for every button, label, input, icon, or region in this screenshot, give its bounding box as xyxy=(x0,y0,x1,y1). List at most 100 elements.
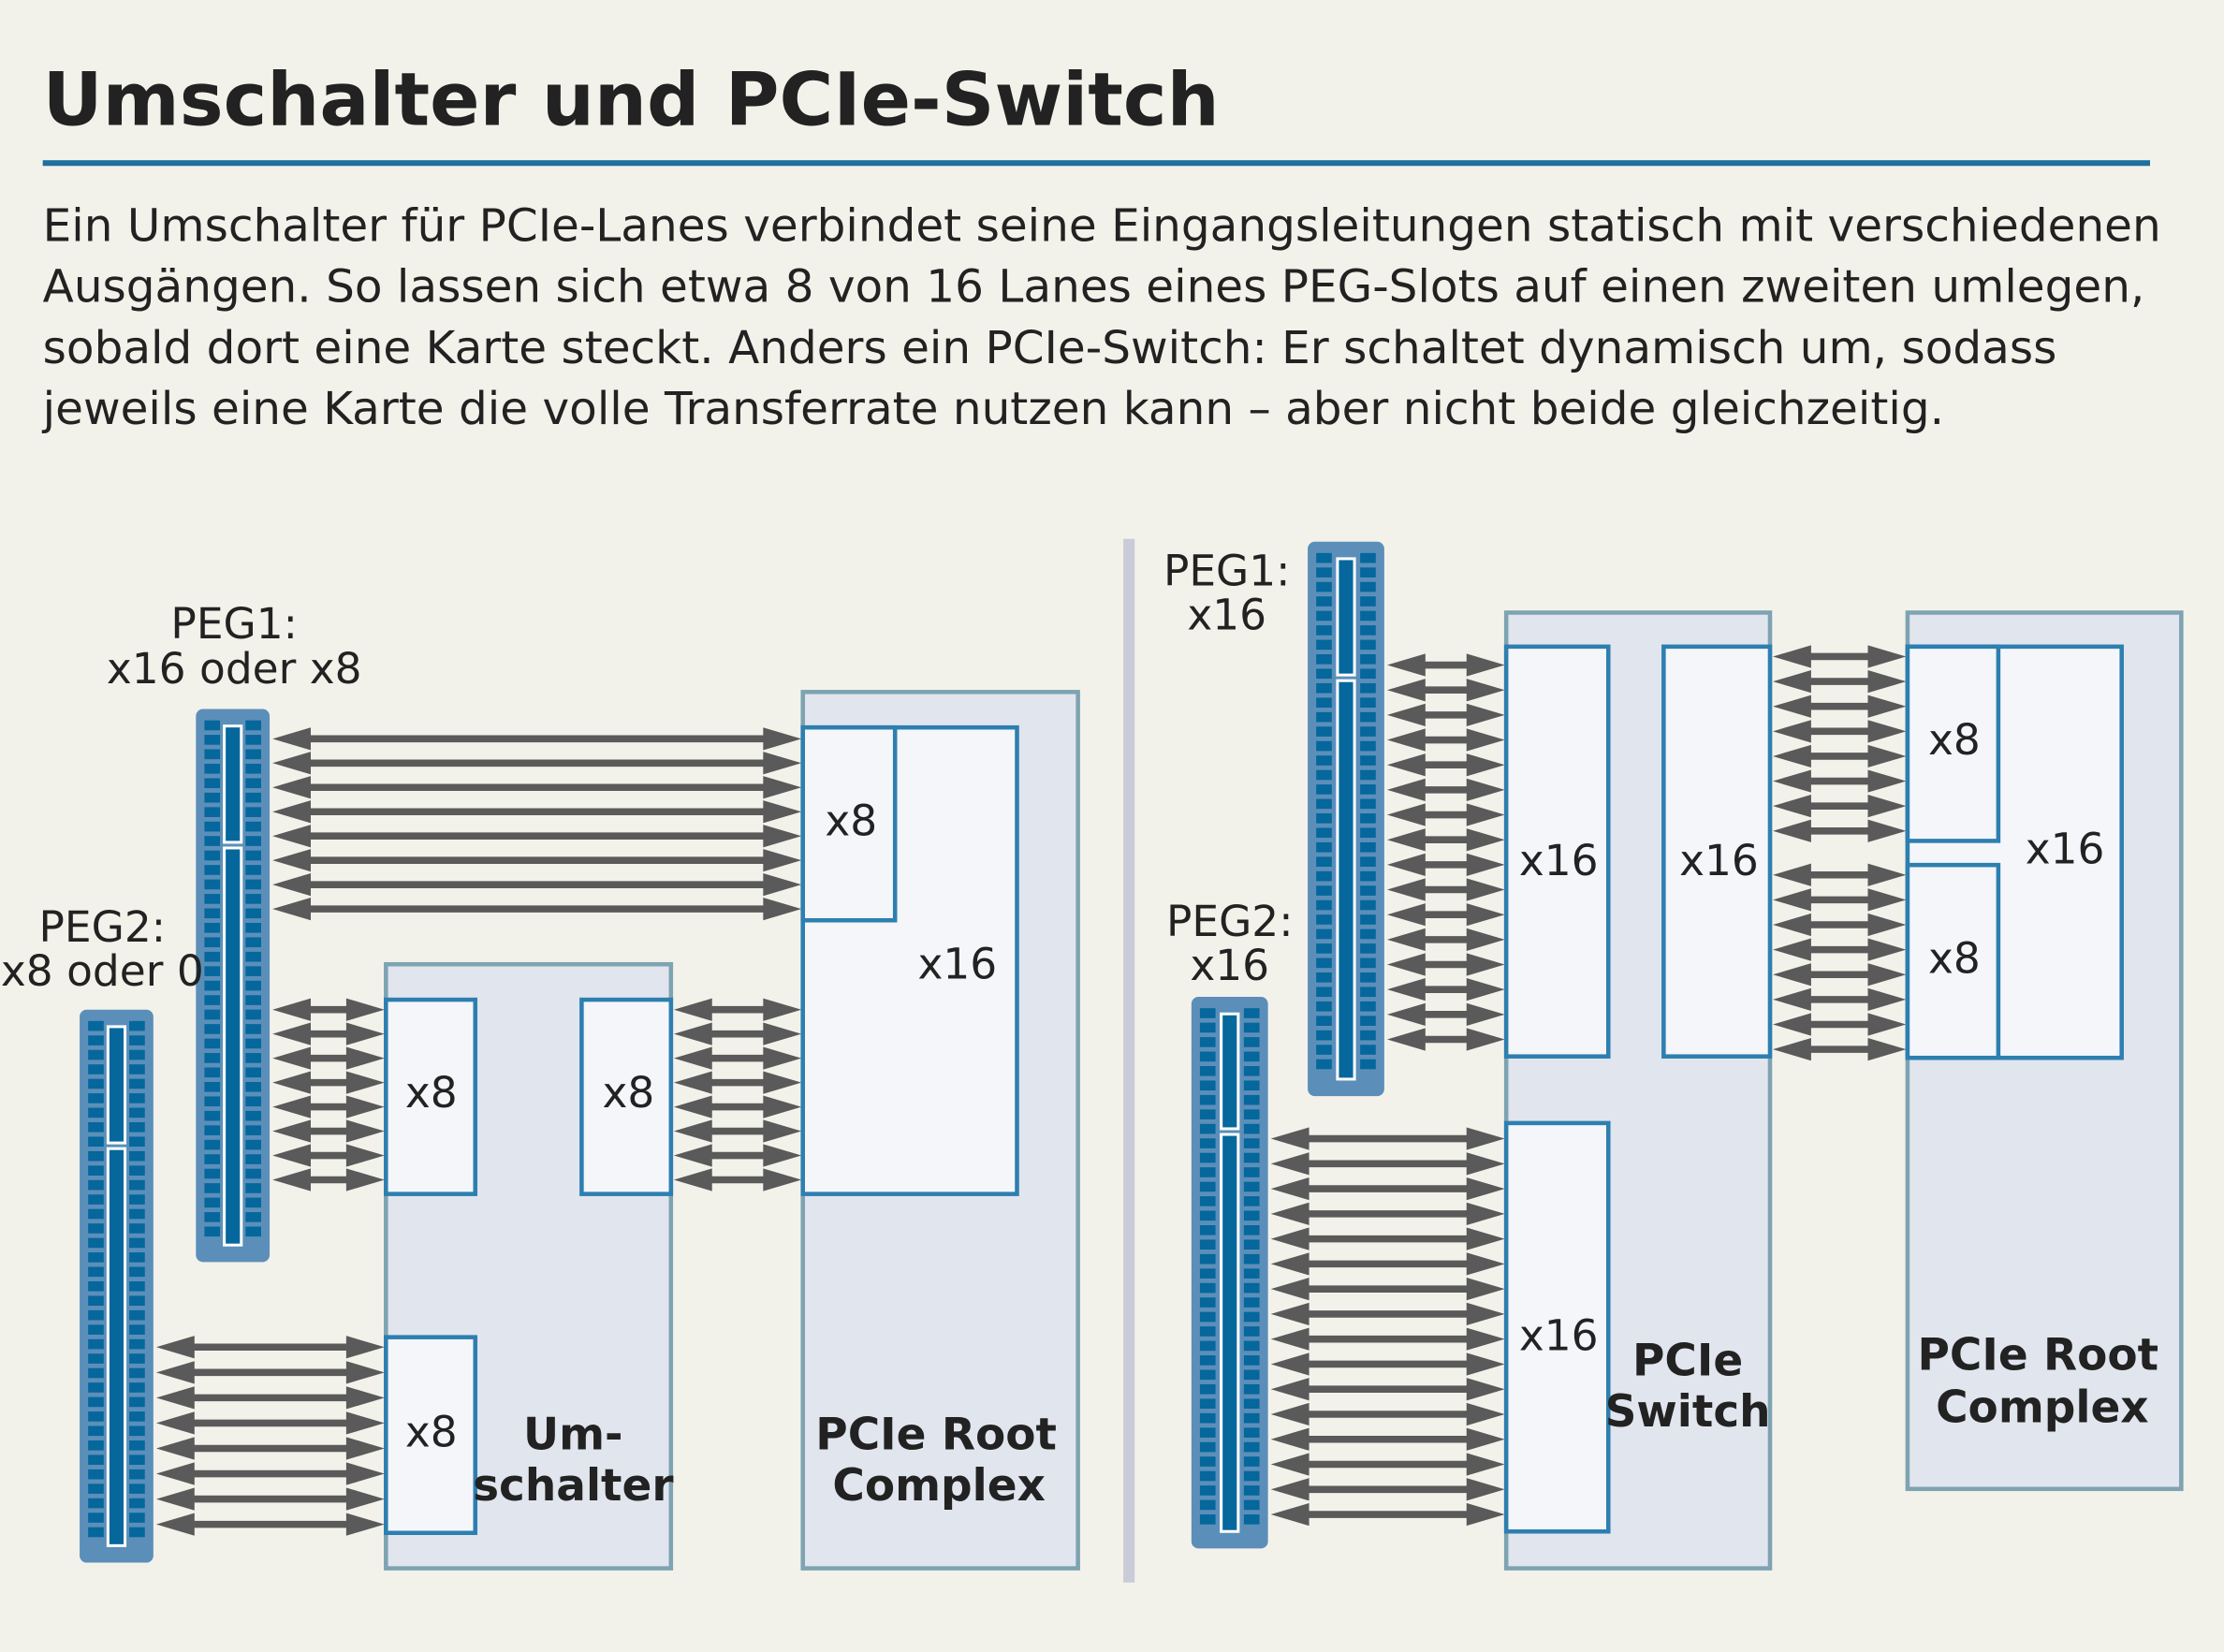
slot-pin xyxy=(1360,596,1376,607)
arrow-head-left xyxy=(272,1095,312,1118)
arrow-head-left xyxy=(1386,728,1426,752)
slot-pin xyxy=(1360,914,1376,925)
lane-arrow xyxy=(1773,913,1907,937)
arrow-head-left xyxy=(272,873,312,897)
arrow-head-left xyxy=(1773,938,1811,961)
arrow-head-left xyxy=(1773,744,1811,768)
slot-pin xyxy=(204,937,221,948)
arrow-head-left xyxy=(272,727,312,751)
slot-pin xyxy=(1316,928,1332,940)
port-label: x16 xyxy=(2026,825,2105,874)
arrow-head-left xyxy=(155,1361,195,1384)
slot-pin xyxy=(88,1527,104,1538)
arrow-head-right xyxy=(1466,679,1505,702)
slot-pin xyxy=(1360,1045,1376,1055)
slot-pin xyxy=(1243,1224,1260,1235)
slot-pin xyxy=(245,922,261,933)
arrow-head-left xyxy=(1773,819,1811,842)
arrow-head-right xyxy=(345,1119,385,1143)
slot-pin xyxy=(1360,769,1376,781)
lane-arrow xyxy=(1773,744,1907,768)
slot-pin xyxy=(129,1469,145,1480)
title: Umschalter und PCIe-Switch xyxy=(43,56,1220,142)
slot-pin xyxy=(1243,1210,1260,1221)
slot-pin xyxy=(204,879,221,890)
slot-pin xyxy=(1243,1239,1260,1250)
arrow-head-left xyxy=(1386,953,1426,976)
lane-arrow xyxy=(272,1144,385,1167)
slot-pin xyxy=(1199,1065,1216,1076)
slot-pin xyxy=(1316,856,1332,867)
peg1-lanes: x16 oder x8 xyxy=(107,644,362,694)
slot-pin xyxy=(88,1093,104,1104)
lane-arrow xyxy=(673,1071,802,1094)
arrow-head-left xyxy=(1270,1127,1310,1150)
slot-pin xyxy=(204,1067,221,1078)
arrow-head-left xyxy=(155,1411,195,1435)
arrow-head-left xyxy=(1773,987,1811,1011)
lane-arrow xyxy=(1270,1127,1505,1150)
slot-pin xyxy=(1243,1427,1260,1438)
lane-arrow xyxy=(155,1336,385,1359)
slot-pin xyxy=(88,1252,104,1263)
arrow-head-right xyxy=(763,825,802,848)
slot-pin xyxy=(245,865,261,875)
root-name: PCIe Root xyxy=(815,1409,1057,1460)
slot-pin xyxy=(1199,1369,1216,1381)
slot-pin xyxy=(88,1049,104,1060)
slot-pin xyxy=(129,1266,145,1278)
slot-pin xyxy=(1199,1441,1216,1453)
slot-pin xyxy=(1360,943,1376,954)
lane-arrow xyxy=(1270,1427,1505,1451)
slot-pin xyxy=(1199,1499,1216,1511)
slot-pin xyxy=(1199,1383,1216,1395)
slot-key-long xyxy=(106,1147,127,1547)
slot-pin xyxy=(1243,1514,1260,1525)
lane-arrow xyxy=(673,1119,802,1143)
slot-key-short xyxy=(1336,557,1356,677)
arrow-head-left xyxy=(272,1119,312,1143)
arrow-head-left xyxy=(673,1095,712,1118)
slot-pin xyxy=(88,1223,104,1234)
arrow-head-left xyxy=(1270,1152,1310,1176)
arrow-head-left xyxy=(1386,679,1426,702)
slot-pin xyxy=(204,763,221,774)
arrow-head-left xyxy=(1270,1427,1310,1451)
slot-pin xyxy=(1199,1412,1216,1424)
slot-pin xyxy=(204,908,221,919)
arrow-head-left xyxy=(1270,1478,1310,1501)
slot-pin xyxy=(1316,769,1332,781)
slot-pin xyxy=(245,1067,261,1078)
lane-arrow xyxy=(272,825,802,848)
lane-arrow xyxy=(1270,1278,1505,1301)
paragraph-line: Ausgängen. So lassen sich etwa 8 von 16 … xyxy=(43,261,2145,314)
slot-pin xyxy=(88,1078,104,1089)
slot-pin xyxy=(129,1367,145,1379)
slot-pin xyxy=(245,836,261,846)
lane-arrow xyxy=(1386,953,1505,976)
root-name: PCIe Root xyxy=(1917,1330,2158,1382)
slot-pin xyxy=(204,1081,221,1092)
paragraph-line: Ein Umschalter für PCIe-Lanes verbindet … xyxy=(43,200,2161,253)
slot-pin xyxy=(1199,1239,1216,1250)
port-box-x8 xyxy=(1905,644,2001,843)
slot-pin xyxy=(1199,1485,1216,1496)
lane-arrow xyxy=(1270,1502,1505,1527)
slot-pin xyxy=(1243,1152,1260,1163)
arrow-head-right xyxy=(763,776,802,799)
port-box-x8 xyxy=(800,724,898,923)
arrow-head-right xyxy=(1466,1278,1505,1301)
arrow-head-left xyxy=(1386,778,1426,801)
lane-arrow xyxy=(1270,1352,1505,1376)
port-label: x8 xyxy=(825,796,877,845)
arrow-head-right xyxy=(763,998,802,1021)
slot-pin xyxy=(129,1527,145,1538)
slot-pin xyxy=(1316,972,1332,983)
arrow-head-right xyxy=(1867,669,1907,694)
slot-pin xyxy=(129,1049,145,1060)
arrow-head-right xyxy=(1466,878,1505,901)
slot-pin xyxy=(1199,1152,1216,1163)
slot-pin xyxy=(245,908,261,919)
lane-arrow xyxy=(1270,1252,1505,1276)
arrow-head-left xyxy=(155,1437,195,1460)
